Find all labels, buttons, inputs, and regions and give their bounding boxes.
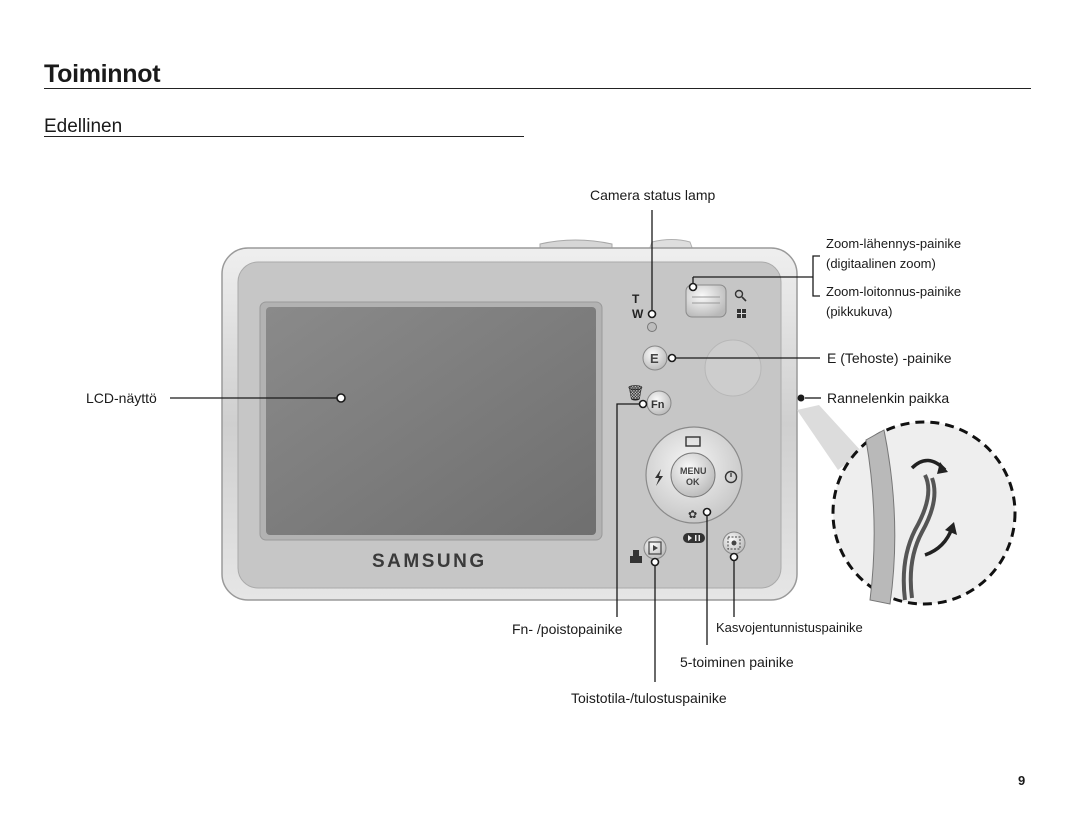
- callout-fn-delete: Fn- /poistopainike: [512, 621, 623, 637]
- macro-icon: ✿: [688, 508, 697, 521]
- svg-text:MENU: MENU: [680, 466, 707, 476]
- callout-strap-eyelet: Rannelenkin paikka: [827, 390, 949, 406]
- flash-icon: [655, 469, 663, 486]
- thumbnail-icon: [737, 309, 746, 318]
- display-icon: [685, 436, 701, 447]
- self-timer-icon: [724, 470, 738, 484]
- callout-zoom-out-line2: (pikkukuva): [826, 304, 892, 319]
- callout-zoom-out-line1: Zoom-loitonnus-painike: [826, 284, 961, 299]
- strap-cord: [901, 474, 931, 601]
- camera-status-lamp: [647, 322, 657, 332]
- print-icon: [630, 550, 642, 563]
- svg-text:OK: OK: [686, 477, 700, 487]
- callout-camera-status-lamp: Camera status lamp: [590, 187, 715, 203]
- menu-ok-button: [670, 452, 716, 498]
- subtitle-underline: [44, 136, 524, 137]
- callout-playback-print: Toistotila-/tulostuspainike: [571, 690, 727, 706]
- zoom-t-label: T: [632, 292, 640, 306]
- svg-text:Fn: Fn: [651, 399, 665, 411]
- callout-face-detection: Kasvojentunnistuspainike: [716, 620, 863, 635]
- callout-five-function: 5-toiminen painike: [680, 654, 794, 670]
- page-title: Toiminnot: [44, 60, 161, 88]
- play-pause-badge: [683, 533, 705, 543]
- face-detection-icon: [727, 536, 741, 550]
- magnify-beam: [797, 405, 862, 470]
- thumb-rest: [704, 339, 762, 397]
- section-subtitle: Edellinen: [44, 116, 123, 137]
- zoom-w-label: W: [632, 307, 644, 321]
- magnifier-icon: [734, 289, 747, 302]
- title-underline: [44, 88, 1031, 89]
- e-button: [642, 345, 668, 371]
- zoom-rocker: [685, 284, 727, 318]
- lcd-screen: [266, 307, 596, 535]
- trash-icon: 🗑: [626, 384, 645, 402]
- callout-lcd: LCD-näyttö: [86, 390, 157, 406]
- callout-effect-button: E (Tehoste) -painike: [827, 350, 952, 366]
- callout-zoom-in-line1: Zoom-lähennys-painike: [826, 236, 961, 251]
- page-number: 9: [1018, 773, 1026, 788]
- brand-logo: SAMSUNG: [372, 551, 487, 572]
- playback-icon: [648, 541, 662, 555]
- strap-body-edge: [865, 429, 896, 605]
- callout-zoom-in-line2: (digitaalinen zoom): [826, 256, 936, 271]
- svg-text:E: E: [650, 351, 659, 366]
